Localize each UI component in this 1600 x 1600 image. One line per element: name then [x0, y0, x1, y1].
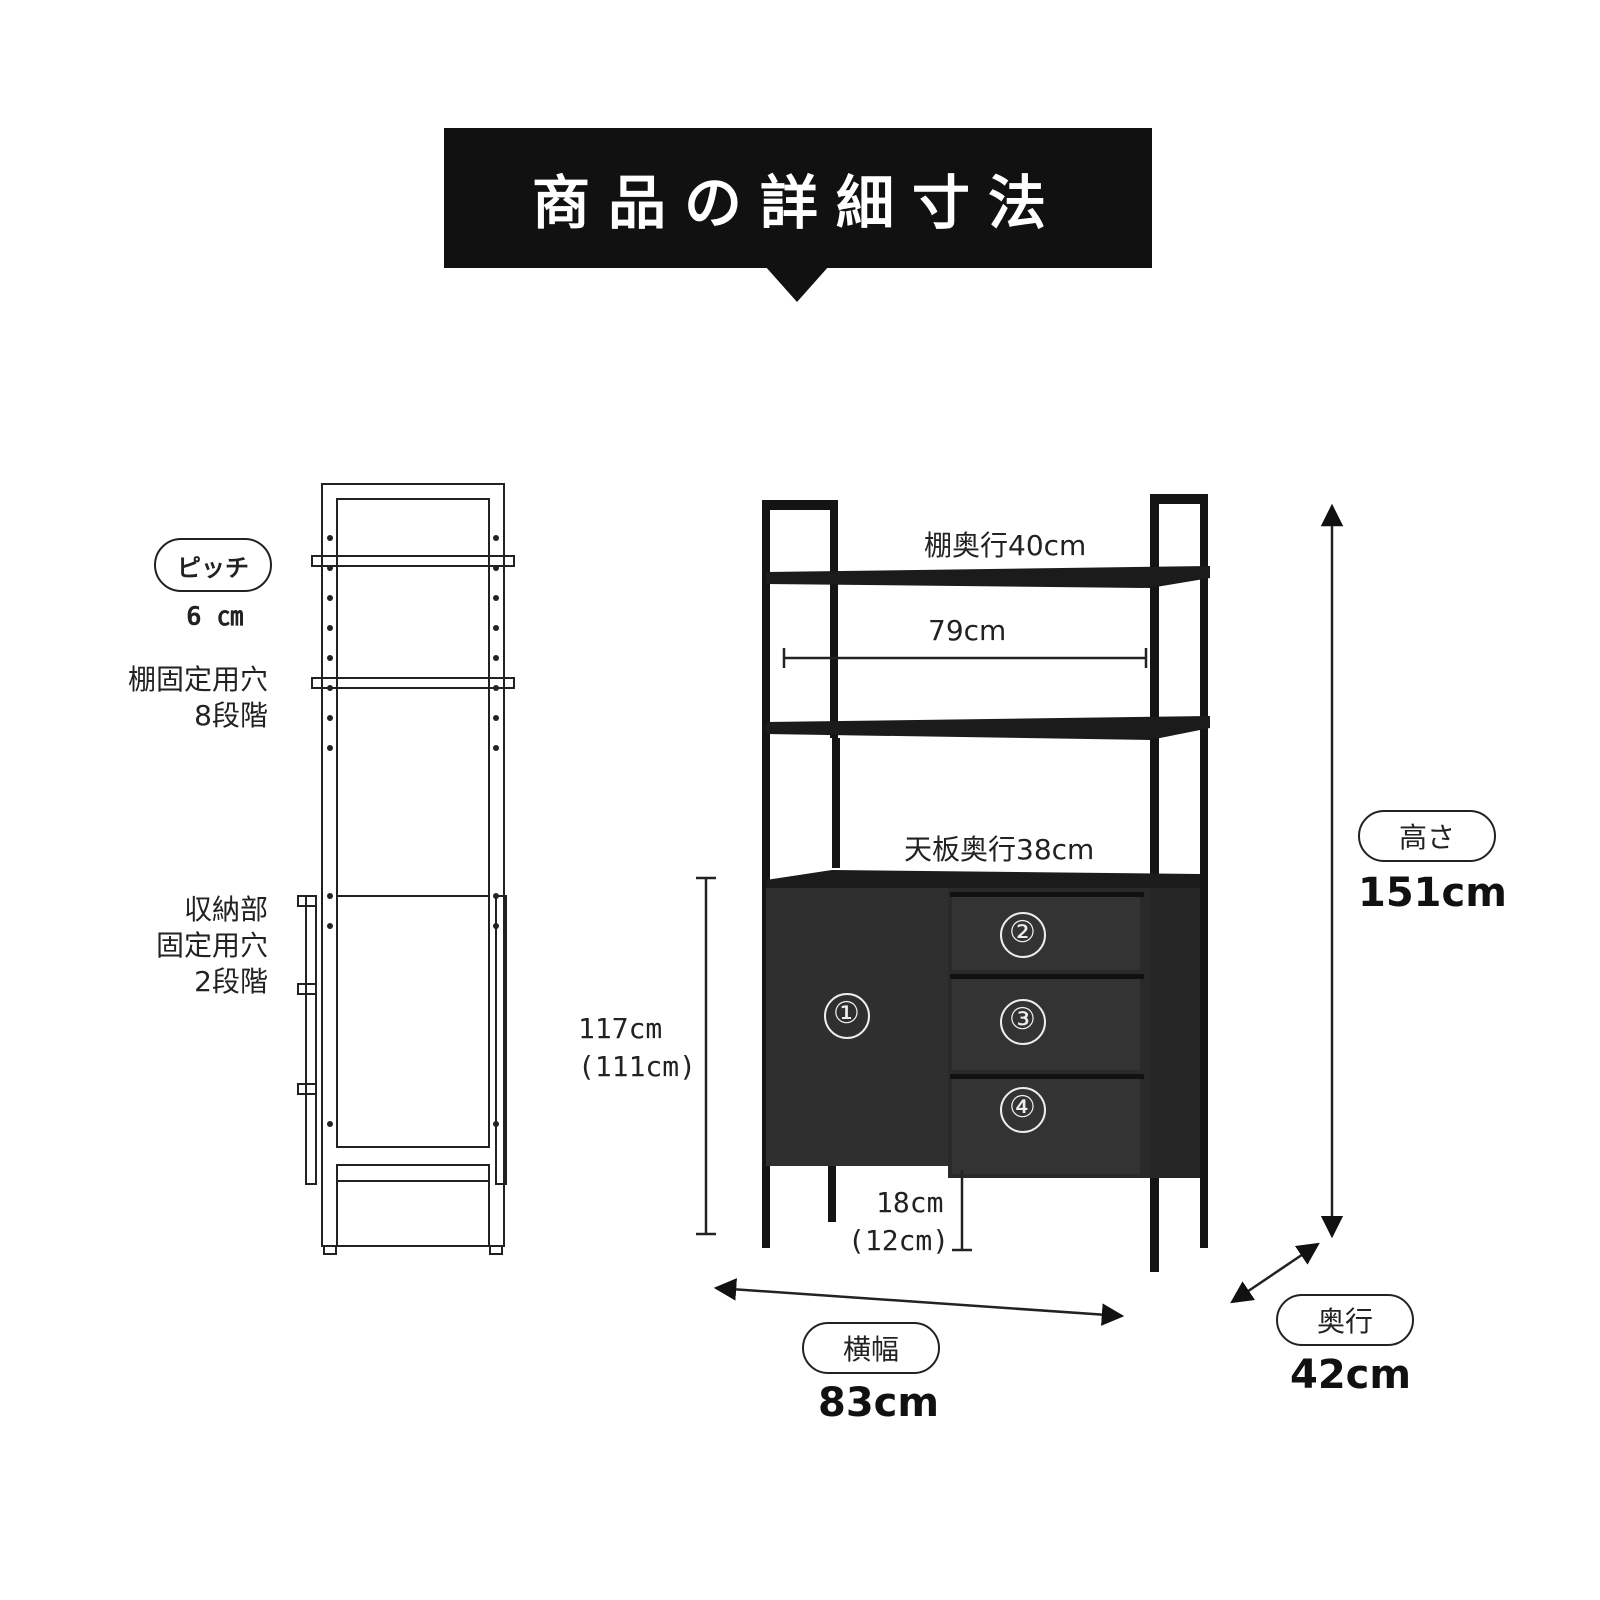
- side-view-drawing: [297, 483, 515, 1255]
- depth-value: 42cm: [1290, 1352, 1412, 1398]
- compartment-4: ④: [1009, 1090, 1036, 1125]
- compartment-markers: [824, 912, 1046, 1133]
- width-label-pill: 横幅: [802, 1322, 940, 1374]
- width-value: 83cm: [818, 1380, 940, 1426]
- shelf-holes-line2: 8段階: [194, 699, 268, 732]
- height-label: 高さ: [1398, 821, 1455, 854]
- storage-holes-line1: 収納部: [183, 893, 268, 926]
- storage-holes-line3: 2段階: [194, 965, 268, 998]
- depth-label-pill: 奥行: [1276, 1294, 1414, 1346]
- pitch-value: 6 ㎝: [186, 602, 244, 632]
- height-label-pill: 高さ: [1358, 810, 1496, 862]
- page-title: 商品の詳細寸法: [531, 169, 1064, 237]
- height-value: 151cm: [1358, 870, 1507, 916]
- banner-pointer: [765, 266, 829, 302]
- top-depth-label: 天板奥行38cm: [904, 833, 1095, 866]
- dimension-lines: [696, 503, 1344, 1326]
- side-view-holes: [327, 535, 499, 1127]
- shelf-unit-product: [762, 494, 1210, 1272]
- pitch-label: ピッチ: [177, 553, 249, 582]
- shelf-holes-line1: 棚固定用穴: [127, 663, 268, 696]
- compartment-1: ①: [833, 996, 860, 1031]
- width-label: 横幅: [842, 1333, 899, 1366]
- compartment-3: ③: [1009, 1002, 1036, 1037]
- leg-height-label: 18cm: [876, 1186, 944, 1219]
- pitch-label-pill: ピッチ: [154, 538, 272, 592]
- storage-holes-line2: 固定用穴: [155, 929, 268, 962]
- cabinet-height-label: 117cm: [578, 1012, 663, 1045]
- inner-width-label: 79cm: [928, 614, 1007, 647]
- cabinet-height-inner-label: (111cm): [578, 1050, 697, 1083]
- title-banner: 商品の詳細寸法: [444, 128, 1152, 268]
- depth-label: 奥行: [1316, 1305, 1373, 1338]
- compartment-2: ②: [1009, 915, 1036, 950]
- shelf-depth-label: 棚奥行40cm: [924, 529, 1087, 562]
- leg-height-inner-label: (12cm): [848, 1224, 950, 1257]
